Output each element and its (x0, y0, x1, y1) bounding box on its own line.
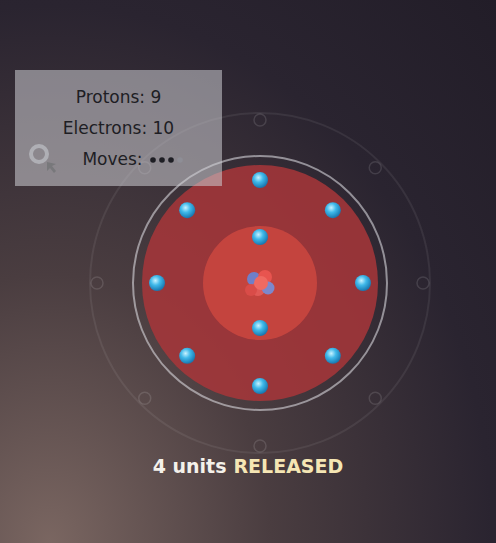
stat-text: Protons: 9 (76, 82, 162, 113)
status-amount: 4 units (153, 455, 227, 477)
electron (179, 202, 195, 218)
shell-ring (133, 156, 387, 410)
electron (179, 348, 195, 364)
orbit-slot (91, 277, 103, 289)
stat-text: Electrons: 10 (63, 113, 174, 144)
orbit-slot (254, 440, 266, 452)
electron (325, 348, 341, 364)
status-line: 4 units RELEASED (0, 455, 496, 477)
electron (252, 378, 268, 394)
moves-label: Moves: (82, 144, 142, 175)
orbit-slot (369, 162, 381, 174)
orbit-slot (139, 392, 151, 404)
orbit-slot (369, 392, 381, 404)
moves-row: Moves: (82, 144, 188, 175)
outer-shell-field (142, 165, 378, 401)
orbit-slot (417, 277, 429, 289)
electron (355, 275, 371, 291)
moves-dots (149, 153, 189, 165)
stats-panel: Protons: 9Electrons: 10Moves: (15, 70, 222, 186)
electron (252, 172, 268, 188)
inner-shell-field (203, 226, 317, 340)
electron (149, 275, 165, 291)
nucleus (245, 270, 275, 296)
status-word: RELEASED (233, 455, 343, 477)
electron (252, 320, 268, 336)
electron (252, 229, 268, 245)
electrons (149, 172, 371, 394)
electron (325, 202, 341, 218)
orbit-slot (254, 114, 266, 126)
